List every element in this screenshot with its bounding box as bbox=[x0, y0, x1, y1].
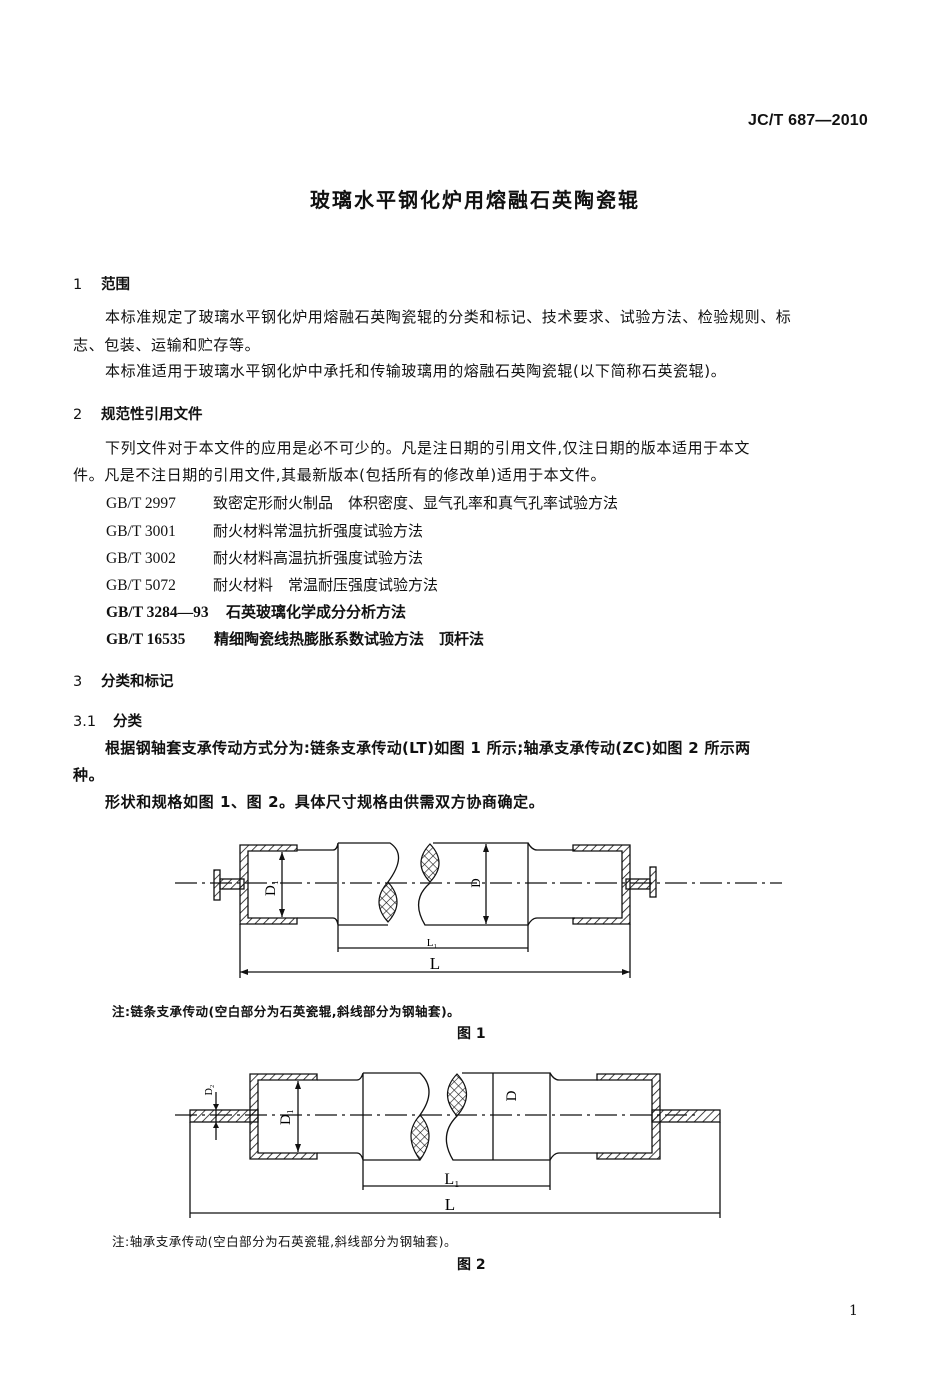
document-title: 玻璃水平钢化炉用熔融石英陶瓷辊 bbox=[310, 188, 640, 212]
dimension-l1-label: L₁ bbox=[444, 1171, 459, 1188]
section-2-heading: 2 规范性引用文件 bbox=[73, 403, 203, 424]
page-number: 1 bbox=[849, 1303, 858, 1319]
section-title: 范围 bbox=[101, 277, 130, 293]
section-number: 2 bbox=[73, 407, 83, 423]
reference-title: 精细陶瓷线热膨胀系数试验方法 顶杆法 bbox=[214, 630, 485, 648]
reference-code: GB/T 3001 bbox=[106, 523, 176, 540]
dimension-l1-label: L₁ bbox=[427, 937, 438, 949]
reference-title: 耐火材料高温抗折强度试验方法 bbox=[213, 549, 424, 567]
paragraph-line: 志、包装、运输和贮存等。 bbox=[73, 336, 261, 354]
dimension-d-label: D bbox=[504, 1090, 520, 1101]
dimension-l-label: L bbox=[430, 954, 440, 973]
paragraph-line: 件。凡是不注日期的引用文件,其最新版本(包括所有的修改单)适用于本文件。 bbox=[73, 466, 607, 484]
dimension-l-label: L bbox=[445, 1195, 455, 1214]
reference-code: GB/T 2997 bbox=[106, 495, 176, 512]
paragraph-line: 本标准适用于玻璃水平钢化炉中承托和传输玻璃用的熔融石英陶瓷辊(以下简称石英瓷辊)… bbox=[105, 362, 727, 380]
reference-item: GB/T 3002 耐火材料高温抗折强度试验方法 bbox=[106, 547, 423, 568]
paragraph-line: 种。 bbox=[73, 766, 105, 784]
section-title: 规范性引用文件 bbox=[101, 407, 203, 423]
dimension-d2-label: D₂ bbox=[204, 1085, 215, 1096]
reference-title: 致密定形耐火制品 体积密度、显气孔率和真气孔率试验方法 bbox=[213, 494, 619, 512]
reference-title: 耐火材料常温抗折强度试验方法 bbox=[213, 522, 424, 540]
section-number: 3 bbox=[73, 674, 83, 690]
figure-2-caption: 图 2 bbox=[457, 1257, 486, 1273]
section-number: 1 bbox=[73, 277, 83, 293]
figure-1-caption: 图 1 bbox=[457, 1026, 486, 1042]
dimension-d-label: D bbox=[468, 878, 483, 887]
paragraph-line: 根据钢轴套支承传动方式分为:链条支承传动(LT)如图 1 所示;轴承支承传动(Z… bbox=[105, 739, 751, 757]
section-title: 分类和标记 bbox=[101, 674, 174, 690]
subsection-3-1-heading: 3.1 分类 bbox=[73, 710, 142, 731]
reference-title: 石英玻璃化学成分分析方法 bbox=[226, 603, 407, 621]
paragraph-line: 下列文件对于本文件的应用是必不可少的。凡是注日期的引用文件,仅注日期的版本适用于… bbox=[105, 439, 750, 457]
reference-code: GB/T 5072 bbox=[106, 577, 176, 594]
section-3-heading: 3 分类和标记 bbox=[73, 670, 174, 691]
figure-1-drawing: D₁ D L₁ L bbox=[175, 842, 782, 978]
reference-code: GB/T 3002 bbox=[106, 550, 176, 567]
subsection-number: 3.1 bbox=[73, 714, 97, 730]
reference-code: GB/T 16535 bbox=[106, 631, 186, 648]
reference-item: GB/T 3001 耐火材料常温抗折强度试验方法 bbox=[106, 520, 423, 541]
subsection-title: 分类 bbox=[113, 714, 142, 730]
reference-item: GB/T 3284—93 石英玻璃化学成分分析方法 bbox=[106, 601, 406, 622]
figure-2-drawing: D₂ D₁ D L₁ L bbox=[175, 1072, 721, 1218]
reference-title: 耐火材料 常温耐压强度试验方法 bbox=[213, 576, 439, 594]
dimension-d1-label: D₁ bbox=[278, 1109, 294, 1125]
reference-item: GB/T 16535 精细陶瓷线热膨胀系数试验方法 顶杆法 bbox=[106, 628, 484, 649]
paragraph-line: 本标准规定了玻璃水平钢化炉用熔融石英陶瓷辊的分类和标记、技术要求、试验方法、检验… bbox=[105, 308, 792, 326]
paragraph-line: 形状和规格如图 1、图 2。具体尺寸规格由供需双方协商确定。 bbox=[105, 793, 545, 811]
reference-item: GB/T 5072 耐火材料 常温耐压强度试验方法 bbox=[106, 574, 438, 595]
dimension-d1-label: D₁ bbox=[263, 880, 279, 896]
figure-1-note: 注:链条支承传动(空白部分为石英瓷辊,斜线部分为钢轴套)。 bbox=[112, 1004, 461, 1019]
reference-code: GB/T 3284—93 bbox=[106, 604, 209, 621]
standard-number: JC/T 687—2010 bbox=[747, 112, 868, 129]
reference-item: GB/T 2997 致密定形耐火制品 体积密度、显气孔率和真气孔率试验方法 bbox=[106, 492, 618, 513]
section-1-heading: 1 范围 bbox=[73, 273, 130, 294]
figure-2-note: 注:轴承支承传动(空白部分为石英瓷辊,斜线部分为钢轴套)。 bbox=[112, 1234, 457, 1249]
